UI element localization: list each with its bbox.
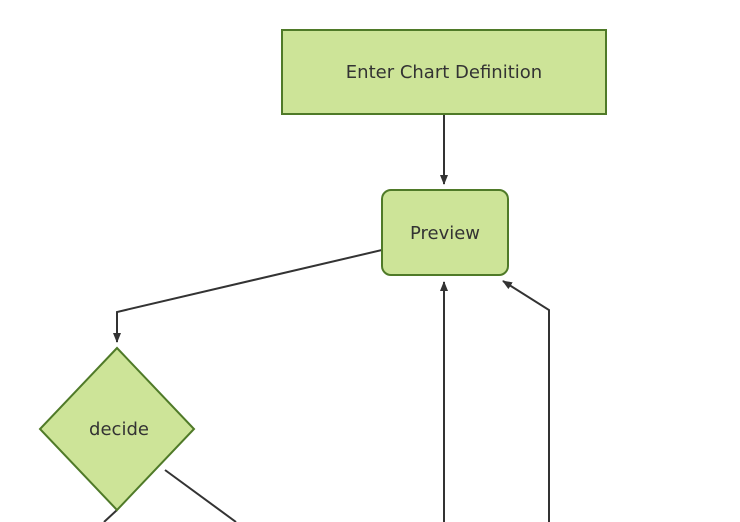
node-enter-chart-definition[interactable]: Enter Chart Definition [281,29,607,115]
node-decide[interactable]: decide [38,346,196,512]
node-layer: Enter Chart Definition Preview decide [38,29,607,512]
node-decide-shape[interactable] [38,346,196,512]
node-enter-chart-definition-shape[interactable] [281,29,607,115]
node-preview-shape[interactable] [381,189,509,276]
edge-decide-down-right [164,469,237,522]
edge-preview-decide [113,249,383,343]
edge-layer [103,114,550,522]
edge-bottom-right-preview [502,280,550,522]
node-preview[interactable]: Preview [381,189,509,276]
edge-decide-down-left [103,509,118,522]
